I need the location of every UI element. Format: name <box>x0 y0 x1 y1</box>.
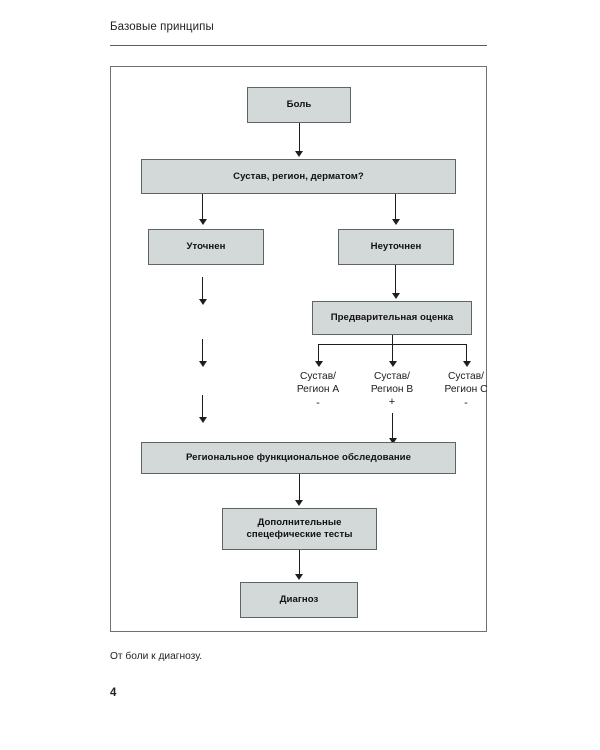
connector-branch-b-to-regional-exam <box>392 413 394 440</box>
node-joint-region-label: Сустав, регион, дерматом? <box>233 170 364 182</box>
connector-unspecified-to-prelim <box>395 265 397 295</box>
node-diagnosis-label: Диагноз <box>279 594 319 605</box>
branch-label-a-line1: Сустав/ <box>300 371 336 382</box>
connector-specified-segment-3 <box>202 395 204 419</box>
branch-label-b-line1: Сустав/ <box>374 371 410 382</box>
branch-label-b: Сустав/ Регион B <box>352 370 432 396</box>
arrowhead-extra-tests-to-diagnosis <box>295 574 303 580</box>
page-number: 4 <box>110 687 117 699</box>
node-diagnosis: Диагноз <box>240 582 358 618</box>
connector-prelim-stem <box>392 335 394 345</box>
arrowhead-specified-segment-3 <box>198 417 207 423</box>
arrowhead-regional-exam-to-extra-tests <box>295 500 303 506</box>
node-specified-label: Уточнен <box>186 241 226 252</box>
arrowhead-prelim-to-branch-c <box>462 361 471 367</box>
node-regional-exam: Региональное функциональное обследование <box>141 442 456 474</box>
branch-label-c-line2: Регион C <box>444 384 488 396</box>
node-prelim: Предварительная оценка <box>312 301 472 335</box>
node-extra-tests-line1: Дополнительные <box>257 517 342 529</box>
node-extra-tests: Дополнительные спецефические тесты <box>222 508 377 550</box>
node-pain-label: Боль <box>286 99 312 110</box>
connector-joint-region-to-specified <box>202 194 204 221</box>
header-rule <box>110 45 487 46</box>
branch-label-a-line2: Регион A <box>296 384 340 396</box>
node-unspecified-label: Неуточнен <box>370 241 422 252</box>
branch-label-b-line2: Регион B <box>370 384 414 396</box>
branch-sign-b: + <box>388 396 396 408</box>
connector-prelim-to-branch-b <box>392 344 394 363</box>
node-prelim-label: Предварительная оценка <box>330 312 454 323</box>
arrowhead-specified-segment-1 <box>198 299 207 305</box>
arrowhead-joint-region-to-unspecified <box>391 219 400 225</box>
running-head: Базовые принципы <box>110 21 214 33</box>
figure-frame: Боль Сустав, регион, дерматом? Уточнен Н… <box>110 66 487 632</box>
branch-sign-a: - <box>316 397 320 409</box>
node-specified: Уточнен <box>148 229 264 265</box>
node-pain: Боль <box>247 87 351 123</box>
connector-prelim-to-branch-c <box>466 344 468 363</box>
connector-pain-to-joint-region <box>298 123 300 153</box>
node-regional-exam-label: Региональное функциональное обследование <box>185 452 412 463</box>
branch-label-a: Сустав/ Регион A <box>278 370 358 396</box>
node-joint-region: Сустав, регион, дерматом? <box>141 159 456 194</box>
branch-label-c-line1: Сустав/ <box>448 371 484 382</box>
arrowhead-prelim-to-branch-a <box>314 361 323 367</box>
node-extra-tests-text: Дополнительные спецефические тесты <box>241 517 359 541</box>
node-unspecified: Неуточнен <box>338 229 454 265</box>
connector-joint-region-to-unspecified <box>395 194 397 221</box>
arrowhead-prelim-to-branch-b <box>388 361 397 367</box>
arrowhead-specified-segment-2 <box>198 361 207 367</box>
arrowhead-branch-b-to-regional-exam <box>388 438 397 444</box>
arrowhead-pain-to-joint-region <box>295 151 303 157</box>
connector-specified-segment-2 <box>202 339 204 363</box>
node-extra-tests-line2: спецефические тесты <box>246 529 353 540</box>
connector-specified-segment-1 <box>202 277 204 301</box>
figure-caption: От боли к диагнозу. <box>110 651 203 662</box>
connector-prelim-to-branch-a <box>318 344 320 363</box>
arrowhead-unspecified-to-prelim <box>391 293 400 299</box>
connector-regional-exam-to-extra-tests <box>298 474 300 502</box>
branch-label-c: Сустав/ Регион C <box>426 370 506 396</box>
arrowhead-joint-region-to-specified <box>198 219 207 225</box>
branch-sign-c: - <box>464 397 468 409</box>
connector-extra-tests-to-diagnosis <box>298 550 300 576</box>
